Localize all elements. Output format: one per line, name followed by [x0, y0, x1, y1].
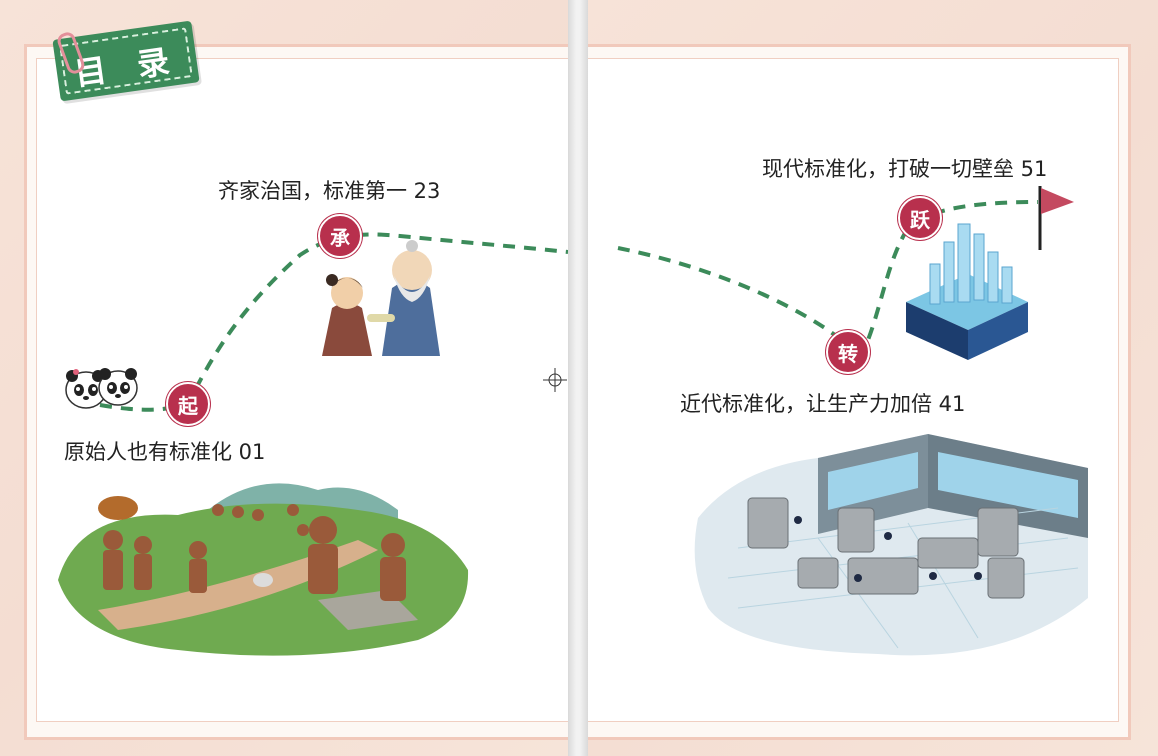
crosshair-icon [543, 368, 567, 392]
left-page: 目 录 起 原始人也有标准化 01 承 齐家治国，标准第一 23 [0, 0, 568, 756]
badge-cheng: 承 [318, 214, 362, 258]
panda-mascots-icon [65, 368, 138, 409]
badge-qi: 起 [166, 382, 210, 426]
finish-flag-icon [1038, 186, 1074, 250]
factory-floor-illustration [694, 434, 1088, 656]
journey-path-left [99, 232, 568, 412]
chapter-1-link[interactable]: 原始人也有标准化 01 [64, 440, 266, 464]
badge-yue: 跃 [898, 196, 942, 240]
right-page: 现代标准化，打破一切壁垒 51 跃 转 近代标准化，让生产力加倍 41 [588, 0, 1158, 756]
chapter-3-link[interactable]: 近代标准化，让生产力加倍 41 [680, 392, 966, 416]
chapter-2-link[interactable]: 齐家治国，标准第一 23 [218, 179, 441, 203]
primitive-village-illustration [58, 483, 469, 656]
badge-zhuan: 转 [826, 330, 870, 374]
book-gutter [568, 0, 588, 756]
elder-and-child-illustration [322, 240, 440, 356]
modern-city-model-illustration [906, 223, 1028, 360]
chapter-4-link[interactable]: 现代标准化，打破一切壁垒 51 [762, 157, 1048, 181]
